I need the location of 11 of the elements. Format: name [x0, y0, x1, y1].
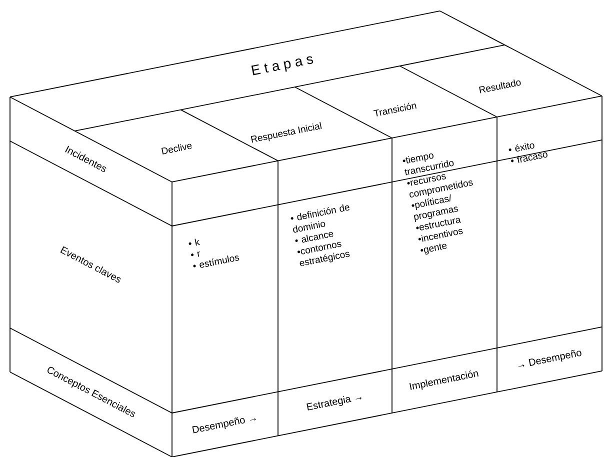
table-cell: Desempeño →: [192, 417, 256, 434]
bullet-list: • definición de dominio • alcance •contornos estratégicos: [290, 204, 350, 266]
table-cell: Estrategia →: [306, 396, 362, 410]
stage-heading: E t a p a s: [251, 56, 314, 76]
column-header: Transición: [373, 102, 416, 116]
column-header: Declive: [161, 144, 192, 154]
table-cell: → Desempeño: [518, 350, 582, 367]
column-header: Respuesta Inicial: [250, 122, 322, 143]
column-header: Resultado: [479, 79, 521, 94]
bullet-list: • k • r • estímulos: [188, 238, 240, 268]
bullet-list: • éxito • fracaso: [508, 142, 548, 163]
